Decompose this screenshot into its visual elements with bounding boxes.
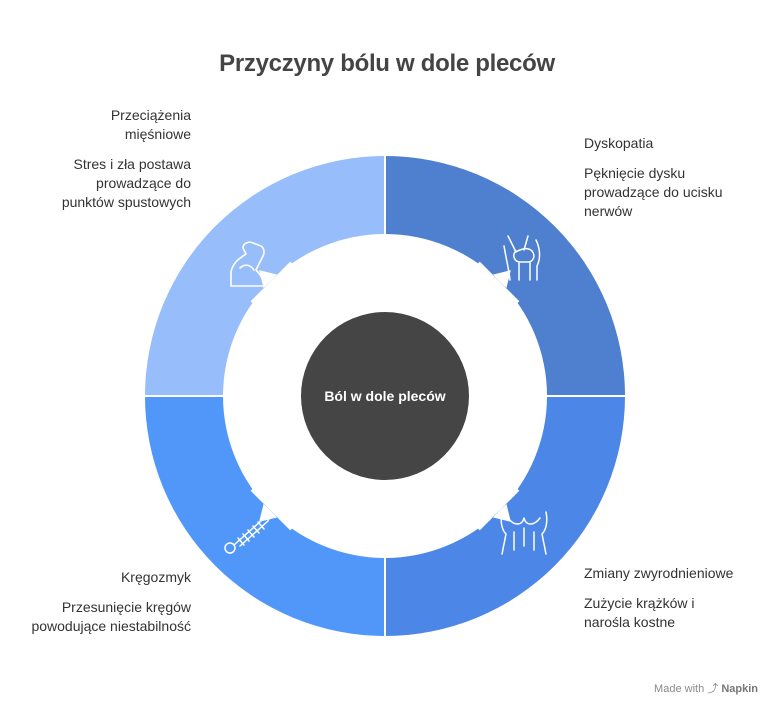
torso-icon (500, 511, 548, 555)
napkin-logo-icon: ⤴ (707, 683, 719, 695)
arrow-bottom-right (390, 261, 520, 391)
label-top-left-desc: Stres i zła postawa prowadzące do punktó… (61, 156, 191, 210)
label-top-right-desc: Pęknięcie dysku prowadzące do ucisku ner… (584, 165, 723, 219)
label-top-left: Przeciążenia mięśniowe Stres i zła posta… (41, 106, 191, 212)
flexed-arm-icon-shape (230, 241, 265, 287)
spine-icon-shape (233, 516, 270, 547)
label-bottom-left: Kręgozmyk Przesunięcie kręgów powodujące… (21, 568, 191, 636)
label-top-right: Dyskopatia Pęknięcie dysku prowadzące do… (584, 134, 734, 221)
torso-icon-shape (500, 511, 548, 555)
napkin-watermark: Made with ⤴ Napkin (654, 680, 758, 696)
label-bottom-right-head: Zmiany zwyrodnieniowe (584, 565, 734, 581)
flexed-arm-icon (230, 241, 265, 287)
arrow-top-right (250, 261, 380, 391)
center-circle (301, 312, 469, 480)
watermark-brand: Napkin (721, 683, 758, 695)
arrow-bottom-left-shape (390, 401, 520, 531)
knee-joint-icon-shape (503, 235, 541, 281)
center-label: Ból w dole pleców (324, 388, 445, 404)
arrow-bottom-right-shape (390, 261, 520, 391)
label-bottom-right: Zmiany zwyrodnieniowe Zużycie krążków i … (584, 564, 734, 632)
label-top-right-head: Dyskopatia (584, 135, 654, 151)
label-bottom-left-head: Kręgozmyk (120, 569, 191, 585)
diagram-title: Przyczyny bólu w dole pleców (219, 50, 555, 77)
arrow-top-right-shape (250, 261, 380, 391)
spine-icon-pelvis (224, 542, 236, 554)
label-bottom-left-desc: Przesunięcie kręgów powodujące niestabil… (31, 599, 191, 634)
arrow-top-left-shape (250, 401, 380, 531)
label-top-left-head: Przeciążenia mięśniowe (110, 107, 191, 142)
arrow-top-left (250, 401, 380, 531)
watermark-made-with: Made with (654, 683, 705, 695)
arrow-bottom-left (390, 401, 520, 531)
spine-icon (224, 516, 270, 554)
knee-joint-icon (503, 235, 541, 281)
label-bottom-right-desc: Zużycie krążków i narośla kostne (584, 595, 695, 630)
